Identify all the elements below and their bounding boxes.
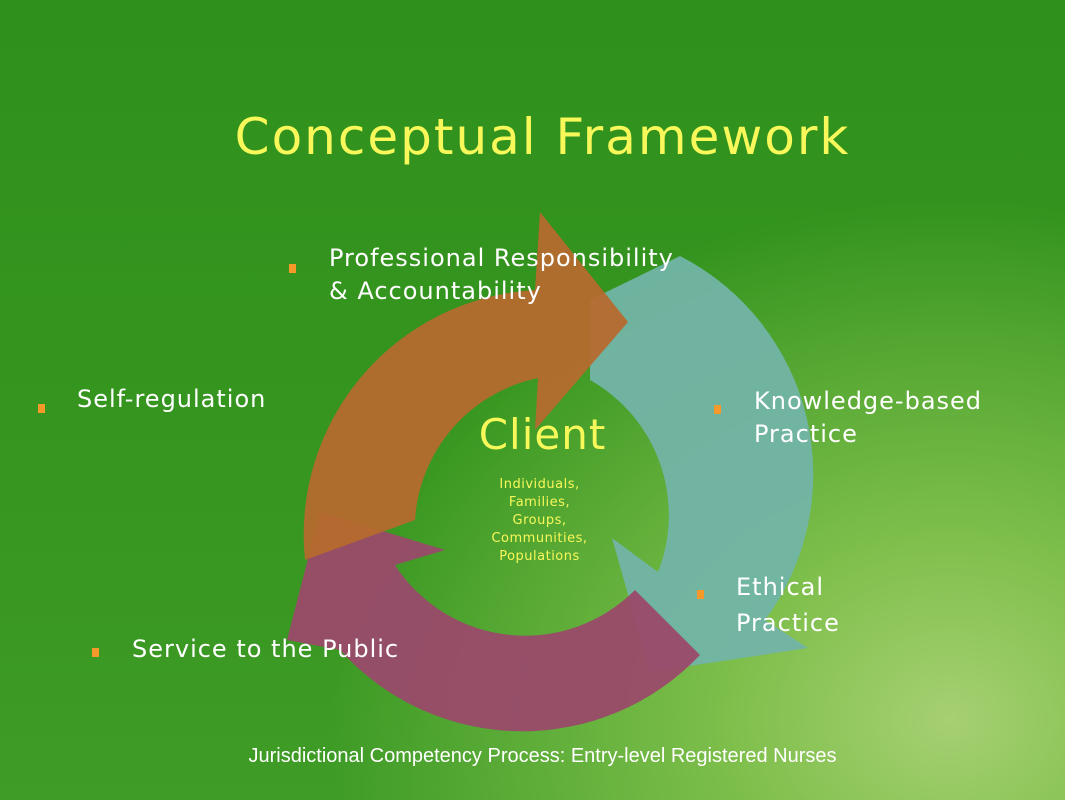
- slide-title: Conceptual Framework: [234, 108, 851, 166]
- label-self-regulation: Self-regulation: [77, 385, 267, 413]
- arrow-service-public: [287, 512, 700, 732]
- label-ethical-practice: Ethical Practice: [736, 573, 840, 637]
- client-item: Communities,: [491, 531, 588, 546]
- center-client-list: Individuals, Families, Groups, Communiti…: [462, 476, 617, 566]
- client-item: Individuals,: [499, 477, 580, 492]
- client-item: Populations: [499, 549, 580, 564]
- bullet-icon: [714, 405, 721, 414]
- center-client-title: Client: [478, 410, 607, 459]
- client-item: Families,: [508, 495, 571, 510]
- label-service-to-public: Service to the Public: [132, 635, 400, 663]
- bullet-icon: [697, 590, 704, 599]
- bullet-icon: [92, 648, 99, 657]
- arrow-professional-responsibility: [303, 212, 628, 560]
- client-item: Groups,: [512, 513, 567, 528]
- footer-caption: Jurisdictional Competency Process: Entry…: [248, 745, 837, 767]
- arrow-knowledge-practice: [590, 256, 814, 672]
- label-professional-responsibility: Professional Responsibility & Accountabi…: [329, 244, 674, 305]
- label-knowledge-based-practice: Knowledge-based Practice: [754, 387, 983, 448]
- bullet-icon: [289, 264, 296, 273]
- bullet-icon: [38, 404, 45, 413]
